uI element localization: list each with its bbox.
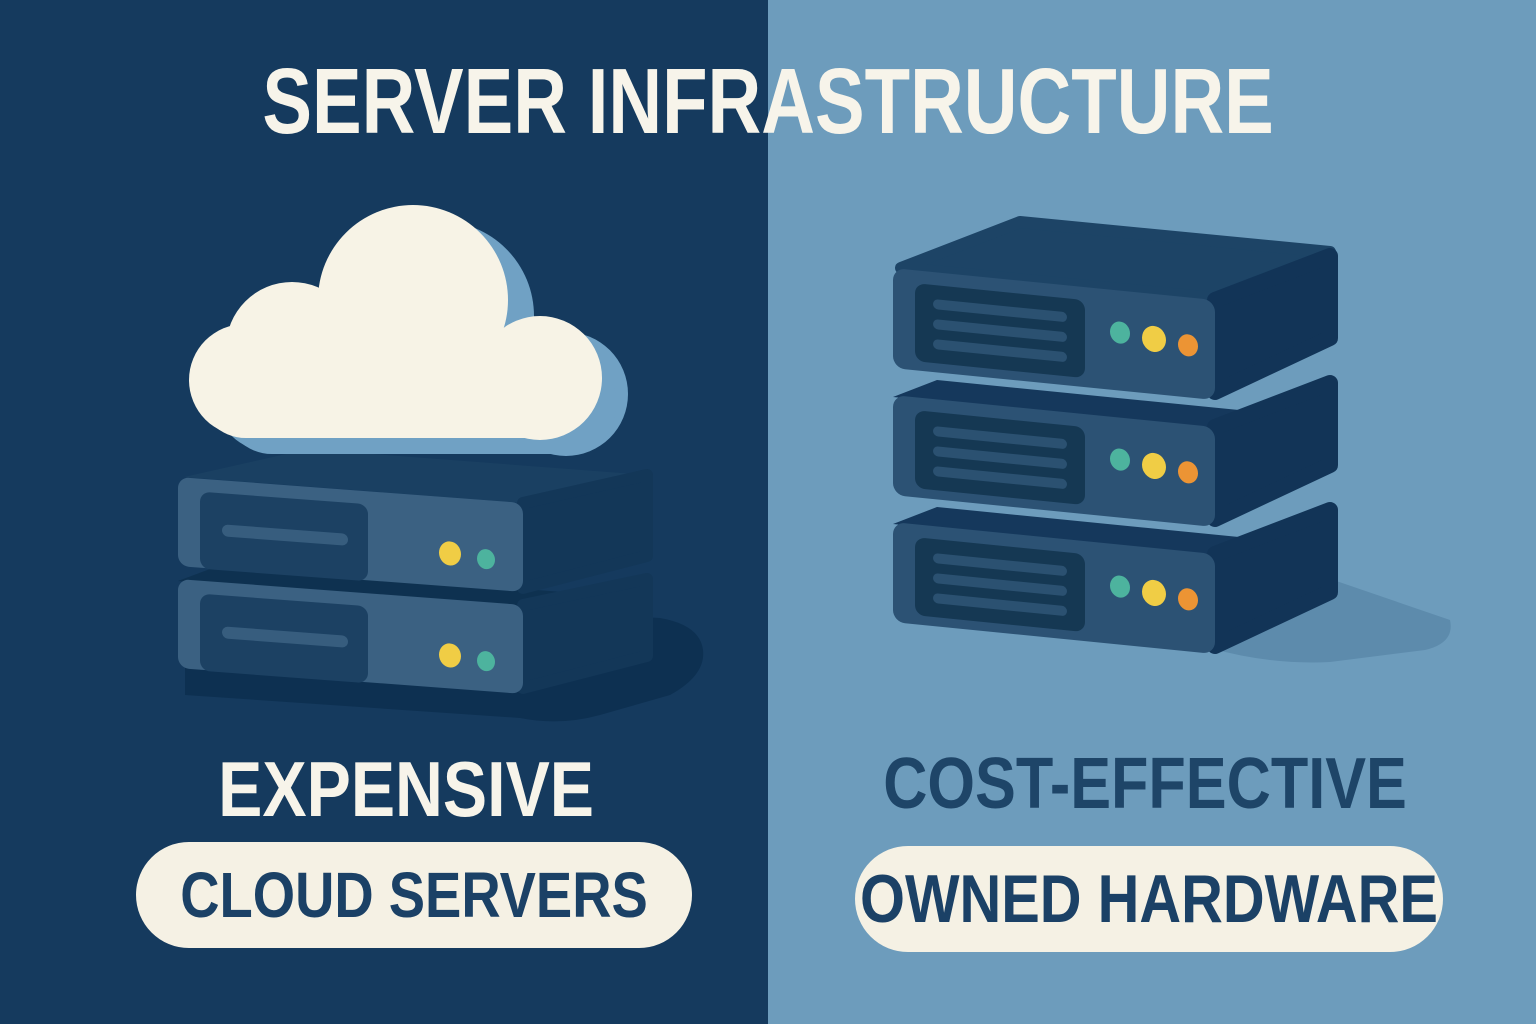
right-pill-label: OWNED HARDWARE <box>860 861 1438 937</box>
led-orange <box>1178 588 1198 611</box>
vent-slat <box>933 319 1067 342</box>
vent-slat <box>222 524 348 546</box>
vent-slat <box>933 339 1067 362</box>
cloud-server-unit-2 <box>178 566 653 694</box>
owned-server-unit-3 <box>893 502 1338 654</box>
vent-slat <box>933 299 1067 322</box>
led-yellow <box>1142 579 1166 607</box>
led-teal <box>1110 448 1130 471</box>
led-teal <box>477 651 495 672</box>
left-pill-label: CLOUD SERVERS <box>180 859 648 931</box>
left-pill-cloud-servers: CLOUD SERVERS <box>136 842 692 948</box>
owned-server-unit-1 <box>893 216 1338 400</box>
left-tagline: EXPENSIVE <box>218 745 594 833</box>
led-yellow <box>1142 325 1166 353</box>
owned-hardware-illustration <box>893 216 1451 663</box>
cloud-server-illustration <box>178 205 704 722</box>
led-teal <box>1110 321 1130 344</box>
owned-server-unit-2 <box>893 375 1338 527</box>
vent-slat <box>222 626 348 648</box>
cloud-body <box>189 205 602 440</box>
led-yellow <box>1142 452 1166 480</box>
page-title: SERVER INFRASTRUCTURE <box>0 55 1536 148</box>
led-orange <box>1178 461 1198 484</box>
led-orange <box>1178 334 1198 357</box>
vent-slat <box>933 446 1067 469</box>
cloud-icon <box>189 205 628 456</box>
vent-slat <box>933 573 1067 596</box>
vent-slat <box>933 466 1067 489</box>
led-yellow <box>439 541 461 566</box>
right-tagline: COST-EFFECTIVE <box>883 744 1407 824</box>
vent-slat <box>933 553 1067 576</box>
led-yellow <box>439 643 461 668</box>
led-teal <box>1110 575 1130 598</box>
led-teal <box>477 549 495 570</box>
vent-slat <box>933 426 1067 449</box>
vent-slat <box>933 593 1067 616</box>
page-title-text: SERVER INFRASTRUCTURE <box>262 49 1274 153</box>
right-pill-owned-hardware: OWNED HARDWARE <box>855 846 1443 952</box>
cloud-server-unit-1 <box>178 449 653 594</box>
